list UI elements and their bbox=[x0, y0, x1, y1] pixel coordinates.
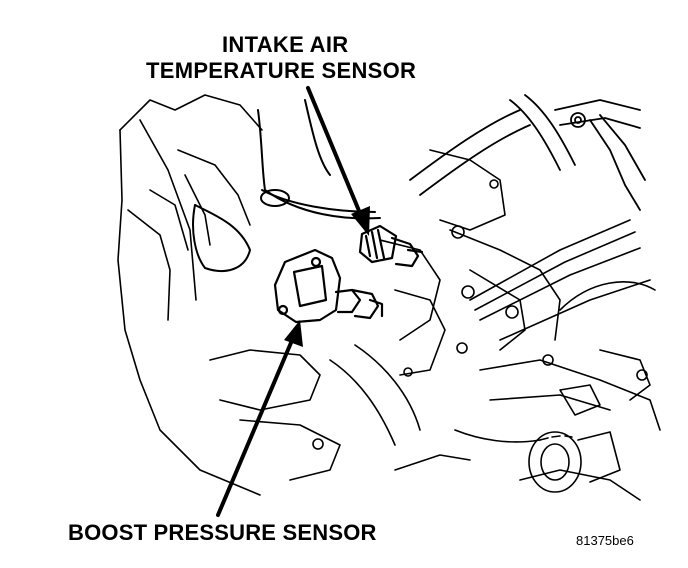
boost-pressure-arrow-line bbox=[216, 336, 295, 517]
boost-pressure-arrowhead bbox=[284, 320, 303, 347]
engine-block bbox=[379, 149, 561, 376]
fuel-lines bbox=[469, 219, 651, 341]
arrows bbox=[216, 86, 364, 517]
intake-air-temperature-sensor bbox=[358, 224, 424, 268]
upper-hoses bbox=[409, 94, 646, 211]
intake-air-label-line2: TEMPERATURE SENSOR bbox=[146, 58, 417, 83]
boost-pressure-sensor bbox=[273, 248, 384, 324]
intake-air-arrowhead bbox=[351, 206, 370, 236]
figure-id: 81375be6 bbox=[576, 533, 634, 548]
lower-area bbox=[209, 344, 471, 481]
right-components bbox=[454, 281, 661, 501]
intake-duct bbox=[192, 99, 381, 272]
left-bay-outline bbox=[117, 94, 263, 496]
intake-air-arrow-line bbox=[306, 86, 364, 220]
intake-air-label-line1: INTAKE AIR bbox=[222, 32, 349, 57]
arrowheads bbox=[284, 206, 370, 347]
boost-pressure-label: BOOST PRESSURE SENSOR bbox=[68, 520, 377, 545]
